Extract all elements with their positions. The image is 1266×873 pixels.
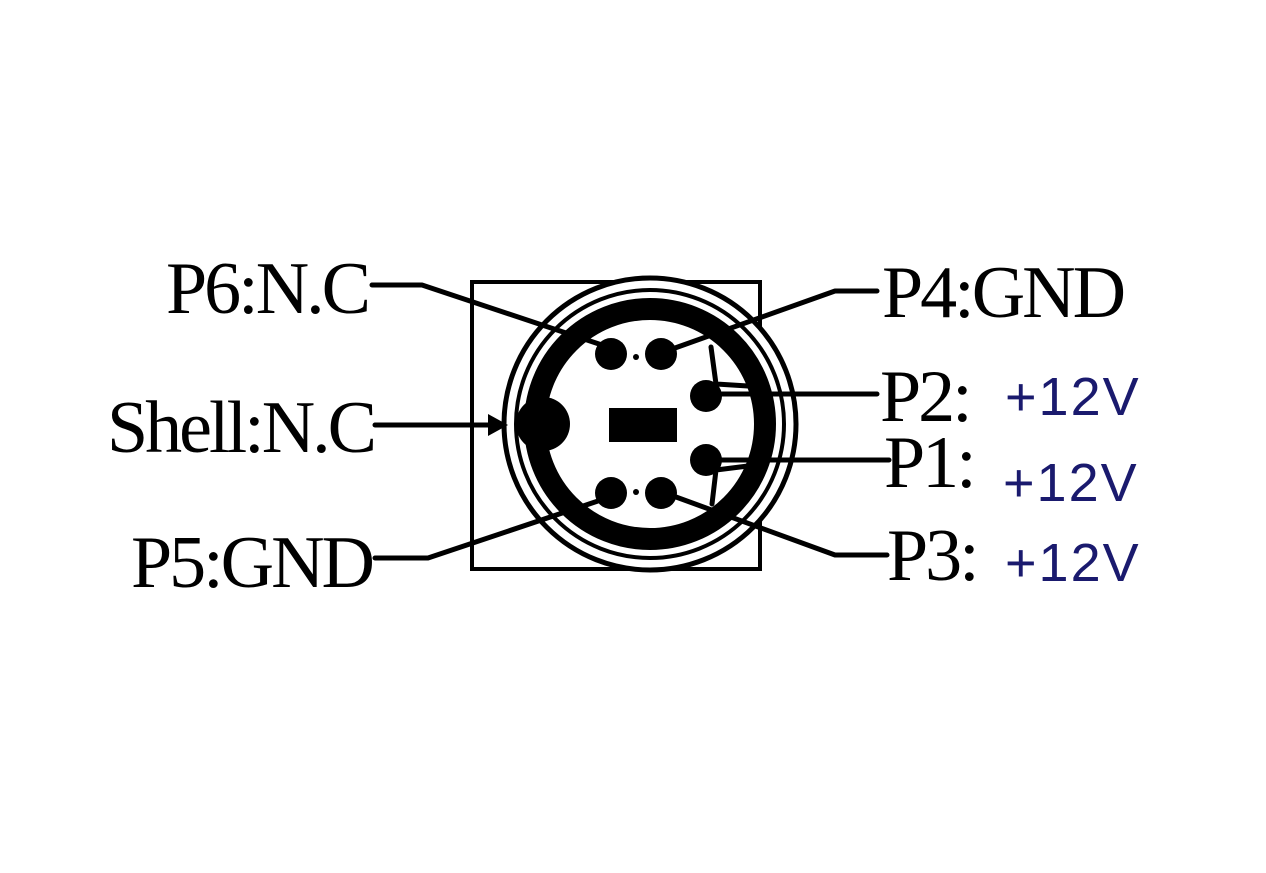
leader-p5 [372,497,604,561]
voltage-labels: +12V +12V +12V [1003,367,1141,593]
voltage-p3: +12V [1005,533,1141,593]
label-p3: P3: [887,515,977,597]
center-key [609,408,677,442]
label-p4: P4:GND [882,252,1124,334]
label-shell: Shell:N.C [107,387,374,469]
pin-2 [690,380,722,412]
key-edge-top [708,344,751,389]
pin-4 [645,338,677,370]
label-p5: P5:GND [131,522,373,604]
shell-arrow [488,414,508,436]
label-p2: P2: [880,356,970,438]
leader-p3 [673,494,890,558]
leader-lines [369,282,892,561]
pin-gap-dot-top [633,354,639,360]
pin-5 [595,477,627,509]
connector-body [470,275,799,573]
voltage-p1: +12V [1003,453,1139,513]
voltage-p2: +12V [1005,367,1141,427]
leader-p4 [672,288,880,351]
pin-labels: P6:N.C Shell:N.C P5:GND P4:GND P2: P1: P… [107,248,1127,604]
label-p1: P1: [884,422,974,504]
pin-gap-dot-bottom [633,489,639,495]
shell-tab [516,397,570,451]
leader-p6 [369,282,605,348]
key-edge-bottom [709,463,751,507]
label-p6: P6:N.C [166,248,368,330]
pin-3 [645,477,677,509]
pin-1 [690,444,722,476]
